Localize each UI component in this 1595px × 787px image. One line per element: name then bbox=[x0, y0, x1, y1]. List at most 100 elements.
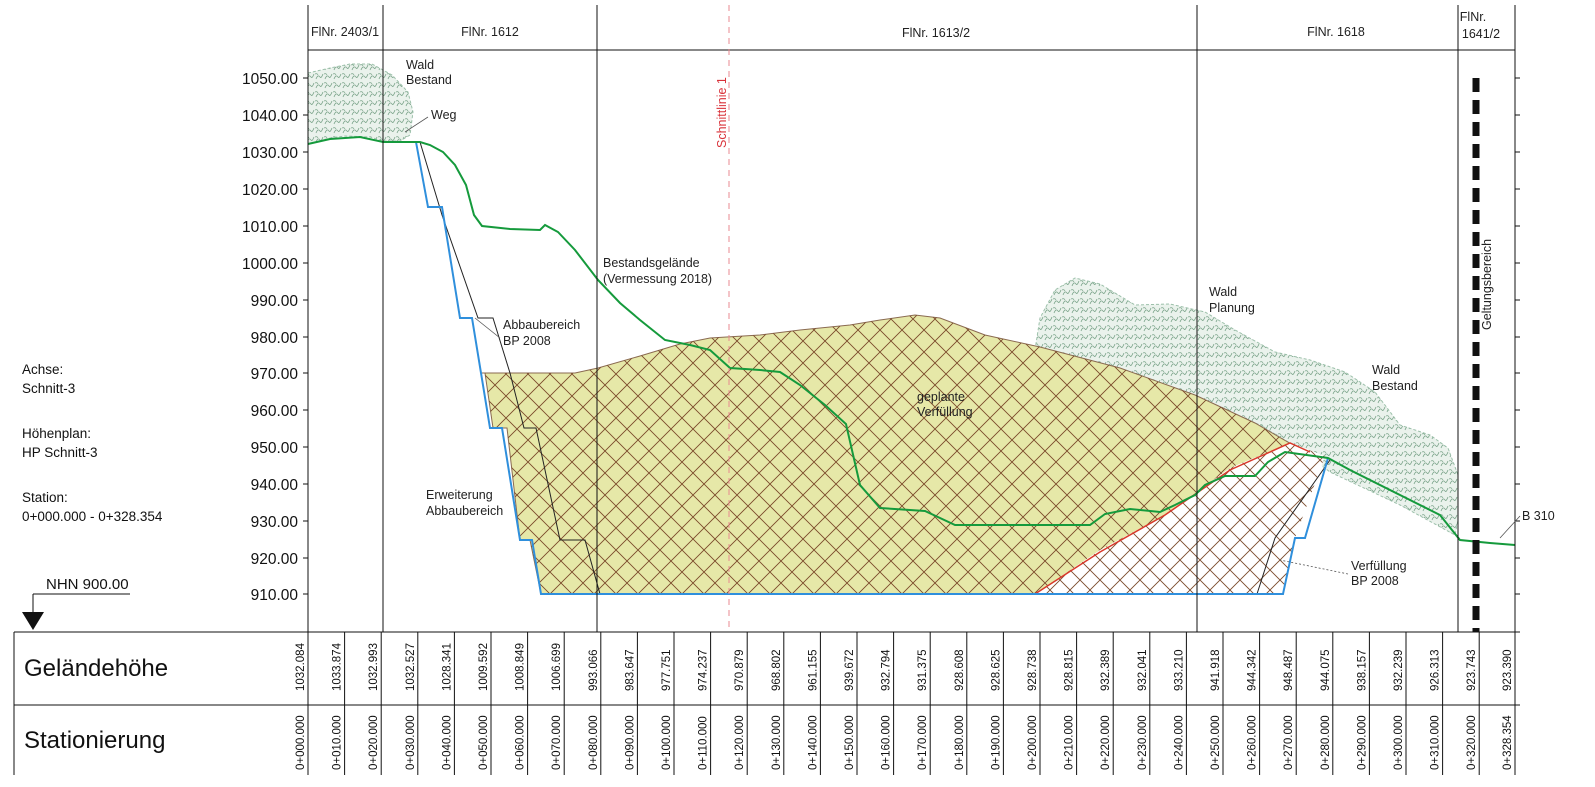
annotation-verf-bp: BP 2008 bbox=[1351, 574, 1399, 588]
elevation-value: 968.802 bbox=[771, 649, 783, 691]
elevation-value: 983.647 bbox=[624, 649, 636, 691]
y-tick-label: 940.00 bbox=[251, 477, 299, 494]
annotations: Wald Bestand Weg Bestandsgelände (Vermes… bbox=[406, 58, 1555, 588]
elevation-value: 1009.592 bbox=[478, 643, 490, 691]
elevation-value: 948.487 bbox=[1283, 649, 1295, 691]
elevation-value: 928.738 bbox=[1027, 649, 1039, 691]
station-value: 0+160.000 bbox=[881, 715, 893, 770]
station-value: 0+328.354 bbox=[1502, 715, 1514, 770]
side-info-plan: Höhenplan: HP Schnitt-3 bbox=[22, 424, 98, 462]
elevation-value: 923.390 bbox=[1502, 649, 1514, 691]
station-value: 0+140.000 bbox=[807, 715, 819, 770]
annotation-wald-planung: Planung bbox=[1209, 301, 1255, 315]
data-table bbox=[13, 631, 1520, 775]
annotation-schnittlinie: Schnittlinie 1 bbox=[715, 77, 729, 148]
axis-value: Schnitt-3 bbox=[22, 381, 76, 396]
leader-lines bbox=[404, 116, 1521, 575]
plan-caption: Höhenplan: bbox=[22, 426, 92, 441]
y-tick-label: 930.00 bbox=[251, 514, 299, 531]
elevation-value: 938.157 bbox=[1356, 649, 1368, 691]
datum-label: NHN 900.00 bbox=[46, 576, 129, 593]
station-value: 0+120.000 bbox=[734, 715, 746, 770]
station-value: 0+010.000 bbox=[332, 715, 344, 770]
elevation-value: 1006.699 bbox=[551, 643, 563, 691]
table-columns: 1032.084 0+000.000 1033.874 0+010.000 1032.9… bbox=[295, 632, 1516, 775]
station-value: 0+080.000 bbox=[588, 715, 600, 770]
y-tick-label: 1020.00 bbox=[242, 182, 298, 199]
annotation-erweiterung: Erweiterung bbox=[426, 488, 493, 502]
excavation-bp2008-line bbox=[419, 141, 601, 595]
station-value: 0+210.000 bbox=[1064, 715, 1076, 770]
parcel-label: 1641/2 bbox=[1462, 27, 1500, 41]
elevation-value: 1032.993 bbox=[368, 643, 380, 691]
station-value: 0+090.000 bbox=[624, 715, 636, 770]
datum-marker bbox=[22, 593, 130, 630]
elevation-value: 1032.084 bbox=[295, 642, 307, 691]
station-value: 0+290.000 bbox=[1356, 715, 1368, 770]
station-value: 0+020.000 bbox=[368, 715, 380, 770]
station-value: 0+150.000 bbox=[844, 715, 856, 770]
y-tick-label: 910.00 bbox=[251, 587, 299, 604]
table-row-label-elevation: Geländehöhe bbox=[24, 655, 168, 682]
y-tick-label: 1050.00 bbox=[242, 71, 298, 88]
annotation-verf-bp: Verfüllung bbox=[1351, 559, 1407, 573]
side-info-axis: Achse: Schnitt-3 bbox=[22, 360, 75, 398]
station-value: 0+000.000 bbox=[295, 715, 307, 770]
y-tick-label: 920.00 bbox=[251, 551, 299, 568]
station-value: 0+030.000 bbox=[405, 715, 417, 770]
excavation-extension-line bbox=[415, 141, 1329, 595]
y-tick-label: 1040.00 bbox=[242, 108, 298, 125]
station-value: 0+280.000 bbox=[1320, 715, 1332, 770]
station-value: 0+100.000 bbox=[661, 715, 673, 770]
elevation-value: 926.313 bbox=[1430, 649, 1442, 691]
parcel-labels: FlNr. 2403/1 FlNr. 1612 FlNr. 1613/2 FlN… bbox=[311, 10, 1500, 41]
station-value: 0+240.000 bbox=[1173, 715, 1185, 770]
bp2008-fill-boundary bbox=[1256, 459, 1331, 595]
parcel-label: FlNr. 1612 bbox=[461, 25, 519, 39]
station-value: 0+310.000 bbox=[1430, 715, 1442, 770]
elevation-value: 1033.874 bbox=[332, 642, 344, 691]
plan-value: HP Schnitt-3 bbox=[22, 445, 98, 460]
station-value: 0+060.000 bbox=[515, 715, 527, 770]
station-value: 0+180.000 bbox=[954, 715, 966, 770]
forest-existing-left bbox=[307, 63, 414, 145]
station-value: 0+230.000 bbox=[1137, 715, 1149, 770]
elevation-value: 977.751 bbox=[661, 649, 673, 691]
elevation-value: 1028.341 bbox=[441, 643, 453, 691]
annotation-wald-bestand-right: Bestand bbox=[1372, 379, 1418, 393]
existing-terrain-line bbox=[307, 135, 1516, 546]
annotation-wald-planung: Wald bbox=[1209, 285, 1237, 299]
annotation-bestand: Bestandsgelände bbox=[603, 256, 700, 270]
parcel-label: FlNr. bbox=[1460, 10, 1486, 24]
station-value: 0+040.000 bbox=[441, 715, 453, 770]
y-tick-label: 970.00 bbox=[251, 366, 299, 383]
y-axis-labels: 1050.00 1040.00 1030.00 1020.00 1010.00 … bbox=[242, 71, 298, 604]
annotation-weg: Weg bbox=[431, 108, 457, 122]
annotation-abbau: Abbaubereich bbox=[503, 318, 580, 332]
station-value: 0+260.000 bbox=[1247, 715, 1259, 770]
annotation-verfuellung: geplante bbox=[917, 390, 965, 404]
elevation-value: 944.075 bbox=[1320, 649, 1332, 691]
parcel-label: FlNr. 2403/1 bbox=[311, 25, 379, 39]
y-tick-label: 990.00 bbox=[251, 293, 299, 310]
right-axis-ticks bbox=[1515, 77, 1520, 595]
elevation-value: 993.066 bbox=[588, 649, 600, 691]
y-tick-label: 980.00 bbox=[251, 330, 299, 347]
station-value: 0+130.000 bbox=[771, 715, 783, 770]
station-value: 0+110.000 bbox=[698, 716, 710, 770]
station-value: 0+220.000 bbox=[1100, 715, 1112, 770]
y-axis-ticks bbox=[303, 77, 308, 595]
annotation-wald-bestand-left: Wald bbox=[406, 58, 434, 72]
station-caption: Station: bbox=[22, 490, 68, 505]
annotation-abbau: BP 2008 bbox=[503, 334, 551, 348]
annotation-bestand: (Vermessung 2018) bbox=[603, 272, 712, 286]
y-tick-label: 1030.00 bbox=[242, 145, 298, 162]
station-value: 0+190.000 bbox=[990, 715, 1002, 770]
elevation-value: 970.879 bbox=[734, 649, 746, 691]
elevation-value: 928.625 bbox=[990, 649, 1002, 691]
annotation-wald-bestand-left: Bestand bbox=[406, 73, 452, 87]
elevation-value: 961.155 bbox=[807, 649, 819, 691]
datum-arrow-icon bbox=[22, 612, 44, 630]
annotation-erweiterung: Abbaubereich bbox=[426, 504, 503, 518]
